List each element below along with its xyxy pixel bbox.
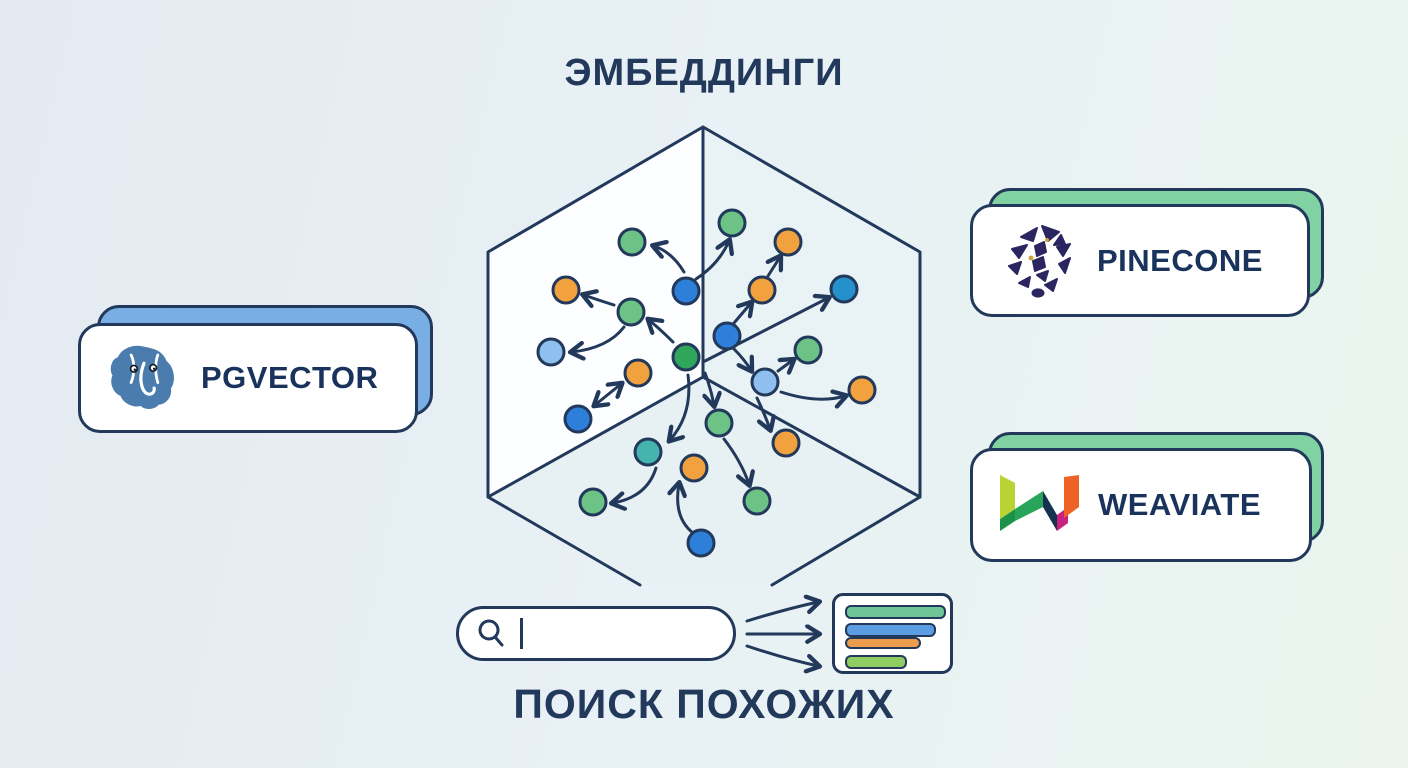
vector-point-green — [616, 297, 646, 327]
similarity-arrow — [584, 295, 616, 305]
cube-inner-edges — [486, 125, 922, 499]
pgvector-card[interactable]: PGVECTOR — [78, 323, 418, 433]
vector-point-blue — [686, 528, 716, 558]
vector-point-orange — [747, 275, 777, 305]
vector-point-emerald — [671, 342, 701, 372]
similarity-arrow — [572, 325, 626, 352]
pinecone-label: PINECONE — [1097, 242, 1263, 278]
vector-point-blue — [563, 404, 593, 434]
similarity-search-label: ПОИСК ПОХОЖИХ — [513, 681, 895, 727]
similarity-arrow — [755, 396, 770, 429]
vector-point-teal — [633, 437, 663, 467]
vector-point-green — [578, 487, 608, 517]
magnifier-icon — [478, 619, 504, 646]
vector-point-green — [704, 408, 734, 438]
result-bar — [845, 605, 946, 619]
similarity-arrow — [613, 466, 658, 503]
pinecone-card[interactable]: PINECONE — [970, 204, 1310, 317]
weaviate-w-icon — [1000, 475, 1079, 531]
search-flow-arrow — [745, 644, 818, 666]
similarity-arrow — [694, 241, 729, 281]
postgresql-elephant-icon — [110, 345, 174, 409]
similarity-arrow — [703, 298, 828, 363]
results-panel — [832, 593, 953, 674]
weaviate-label: WEAVIATE — [1098, 487, 1262, 522]
cube-face — [488, 127, 703, 497]
vector-point-cyan — [829, 274, 859, 304]
result-bar — [845, 623, 936, 637]
page-title: ЭМБЕДДИНГИ — [564, 52, 844, 94]
vector-point-orange — [773, 227, 803, 257]
similarity-arrow — [595, 384, 621, 405]
vector-point-orange — [551, 275, 581, 305]
result-bar — [845, 637, 921, 649]
similarity-arrow — [678, 484, 695, 535]
vector-point-lightblue — [750, 367, 780, 397]
search-flow-arrow — [745, 602, 818, 623]
search-input[interactable] — [456, 606, 736, 661]
similarity-arrow — [732, 303, 751, 325]
vector-point-green — [717, 208, 747, 238]
vector-point-green — [793, 335, 823, 365]
similarity-arrow — [654, 246, 686, 274]
similarity-arrow — [705, 371, 714, 405]
cube-face — [703, 127, 920, 497]
cube-face — [488, 377, 920, 585]
vector-point-orange — [847, 375, 877, 405]
vector-point-green — [617, 227, 647, 257]
vector-point-orange — [771, 428, 801, 458]
weaviate-card[interactable]: WEAVIATE — [970, 448, 1312, 562]
similarity-arrow — [732, 347, 751, 370]
vector-point-blue — [671, 276, 701, 306]
result-bar — [845, 655, 907, 669]
similarity-arrow — [776, 360, 793, 371]
pinecone-icon — [1008, 224, 1071, 298]
similarity-arrow — [779, 392, 845, 399]
similarity-arrow — [649, 320, 675, 344]
text-cursor — [520, 618, 523, 649]
similarity-arrow — [768, 257, 780, 278]
vector-point-orange — [679, 453, 709, 483]
similarity-arrow — [722, 437, 749, 484]
vector-point-blue — [712, 321, 742, 351]
similarity-arrow — [670, 373, 691, 440]
vector-point-lightblue — [536, 337, 566, 367]
vector-point-green — [742, 486, 772, 516]
pgvector-label: PGVECTOR — [201, 360, 379, 395]
vector-point-orange — [623, 358, 653, 388]
